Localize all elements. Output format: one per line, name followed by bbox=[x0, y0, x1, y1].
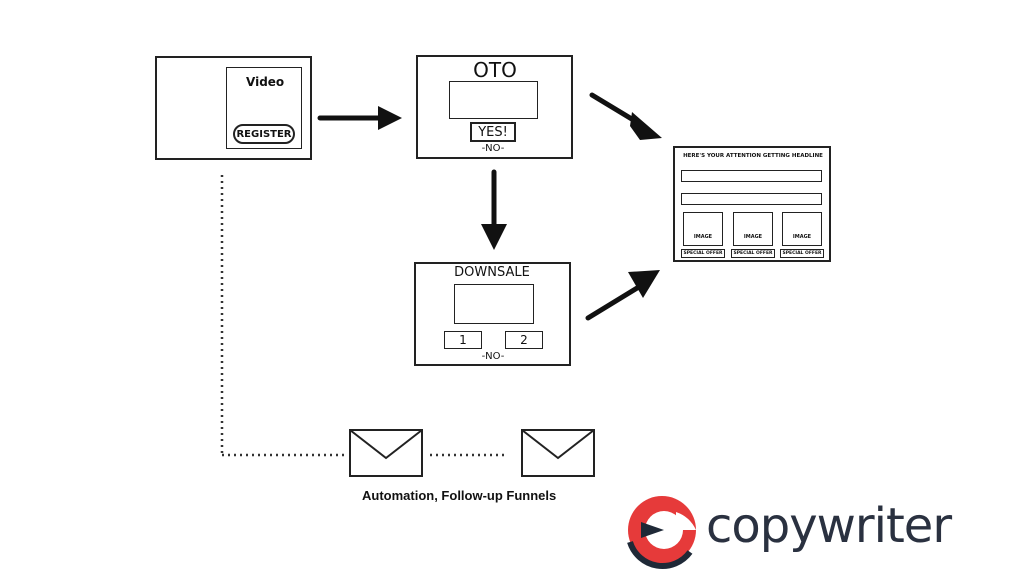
oto-video-frame bbox=[449, 81, 538, 119]
downsale-no-link: -NO- bbox=[481, 351, 505, 362]
product-image-label: IMAGE bbox=[743, 234, 763, 240]
arrow-downsale-to-sales bbox=[585, 270, 660, 321]
email-envelope-icon bbox=[349, 429, 423, 477]
oto-title: OTO bbox=[473, 58, 517, 82]
email-envelope-icon-2 bbox=[521, 429, 595, 477]
oto-no-link: -NO- bbox=[481, 143, 505, 154]
special-offer-button: SPECIAL OFFER bbox=[731, 249, 775, 258]
sales-input-bar-2 bbox=[681, 193, 822, 205]
product-image-label: IMAGE bbox=[693, 234, 713, 240]
product-image-label: IMAGE bbox=[792, 234, 812, 240]
downsale-option-1: 1 bbox=[444, 331, 482, 349]
downsale-title: DOWNSALE bbox=[454, 265, 530, 280]
special-offer-button: SPECIAL OFFER bbox=[681, 249, 725, 258]
product-image-card bbox=[782, 212, 822, 246]
video-label: Video bbox=[246, 75, 285, 89]
product-image-card bbox=[683, 212, 723, 246]
downsale-page bbox=[414, 262, 571, 366]
product-image-card bbox=[733, 212, 773, 246]
brand-wordmark: copywriter bbox=[706, 498, 952, 554]
oto-yes-button: YES! bbox=[470, 122, 516, 142]
automation-caption: Automation, Follow-up Funnels bbox=[362, 488, 557, 503]
special-offer-button: SPECIAL OFFER bbox=[780, 249, 824, 258]
register-button: REGISTER bbox=[233, 124, 295, 144]
sales-input-bar bbox=[681, 170, 822, 182]
downsale-option-2: 2 bbox=[505, 331, 543, 349]
arrow-register-to-oto bbox=[317, 106, 402, 130]
arrow-oto-to-sales bbox=[589, 92, 662, 140]
copywriter-logo-icon bbox=[627, 496, 696, 569]
sales-headline: HERE'S YOUR ATTENTION GETTING HEADLINE bbox=[683, 153, 823, 159]
downsale-video-frame bbox=[454, 284, 534, 324]
arrow-oto-to-downsale bbox=[481, 169, 507, 250]
